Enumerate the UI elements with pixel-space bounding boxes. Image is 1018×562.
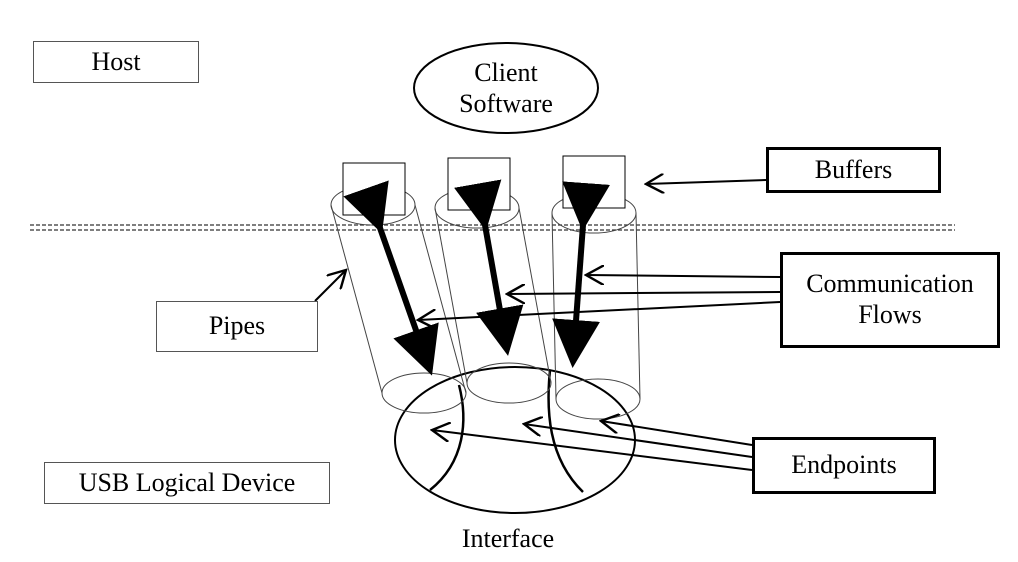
- pipes-pointer: [314, 270, 346, 302]
- buffers-pointer: [646, 180, 767, 184]
- client-software-line-2: Software: [459, 89, 553, 118]
- interface-label: Interface: [430, 520, 586, 558]
- pipe-1: [330, 184, 467, 414]
- pipes-label-text: Pipes: [208, 311, 266, 341]
- client-software-label: Client Software: [414, 50, 598, 128]
- client-software-ellipse: [413, 42, 599, 134]
- pipe-2: [434, 187, 552, 404]
- endpoints-label: Endpoints: [752, 437, 936, 494]
- host-label: Host: [33, 41, 199, 83]
- buffers-label-text: Buffers: [814, 154, 893, 184]
- buffer-square-1: [342, 162, 406, 216]
- host-device-boundary: [30, 224, 955, 231]
- usb-logical-device-label-text: USB Logical Device: [78, 467, 296, 497]
- interface-divider-left: [429, 384, 465, 491]
- client-software-line-1: Client: [474, 58, 538, 88]
- communication-flows-label: Communication Flows: [780, 252, 1000, 348]
- usb-logical-device-label: USB Logical Device: [44, 462, 330, 504]
- host-label-text: Host: [91, 46, 141, 76]
- communication-flows-line-1: Communication: [806, 269, 974, 299]
- buffers-label: Buffers: [766, 147, 941, 193]
- interface-label-text: Interface: [461, 523, 555, 553]
- comm-flows-pointer-1: [586, 275, 781, 277]
- comm-flows-pointer-3: [418, 301, 781, 320]
- pipes-label: Pipes: [156, 301, 318, 352]
- comm-flows-pointer-2: [507, 292, 781, 294]
- endpoints-pointer-1: [601, 421, 753, 446]
- endpoints-pointer-3: [432, 430, 753, 471]
- communication-flows-line-2: Flows: [858, 300, 922, 329]
- endpoints-pointer-2: [524, 424, 753, 458]
- endpoints-label-text: Endpoints: [791, 450, 897, 480]
- buffer-square-3: [562, 155, 626, 209]
- flow-arrow-2: [454, 179, 524, 356]
- buffer-square-2: [447, 157, 511, 211]
- flow-arrow-1: [343, 180, 439, 376]
- interface-divider-right: [547, 369, 584, 493]
